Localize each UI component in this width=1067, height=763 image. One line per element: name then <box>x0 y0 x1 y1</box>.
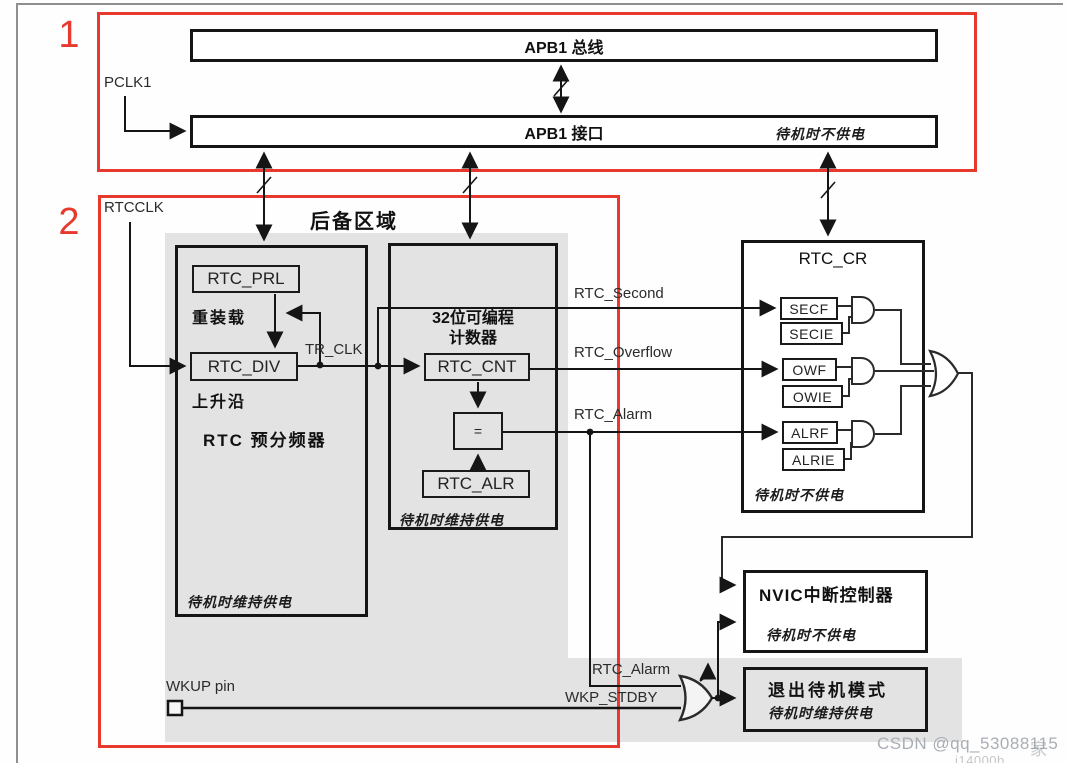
apb1-bus-box: APB1 总线 <box>190 29 938 62</box>
edge-trigger-icon <box>699 662 717 682</box>
counter-box <box>388 243 558 530</box>
apb1-interface-label: APB1 接口 <box>524 125 604 143</box>
nvic-box: NVIC中断控制器 待机时不供电 <box>743 570 928 653</box>
alrf-register: ALRF <box>782 421 838 444</box>
secf-register: SECF <box>780 297 838 320</box>
nvic-power-note: 待机时不供电 <box>766 628 856 644</box>
alarm-wakeup-wire <box>589 432 681 687</box>
rtc-cr-power-note: 待机时不供电 <box>754 488 844 504</box>
watermark-overlay: 家 <box>1030 740 1048 759</box>
alrie-and-wire <box>845 442 852 460</box>
interrupt-or-gate-icon <box>927 349 960 398</box>
annotation-number-2: 2 <box>58 201 80 243</box>
apb1-bus-label: APB1 总线 <box>524 39 604 57</box>
or-nvic-interrupt-wire <box>719 372 973 594</box>
watermark-fragment: i14000b <box>955 753 1005 763</box>
slash-icon <box>462 176 478 194</box>
nvic-title: NVIC中断控制器 <box>759 586 894 605</box>
reload-label: 重装载 <box>192 310 247 327</box>
slash-icon <box>820 181 836 199</box>
exit-standby-title: 退出待机模式 <box>768 681 888 700</box>
reload-feedback-wire <box>285 304 321 365</box>
owie-register: OWIE <box>782 385 843 408</box>
rtc-alr-register: RTC_ALR <box>422 470 530 498</box>
apb1-no-power-note: 待机时不供电 <box>775 127 865 143</box>
rtc-second-label: RTC_Second <box>574 285 664 302</box>
backup-area-bottom-band <box>540 658 962 742</box>
trclk-label: TR_CLK <box>305 341 363 358</box>
rtc-cnt-register: RTC_CNT <box>424 353 530 381</box>
prescaler-box <box>175 245 368 617</box>
junction-dot <box>316 361 324 369</box>
exit-standby-box: 退出待机模式 待机时维持供电 <box>743 667 928 732</box>
exit-standby-power-note: 待机时维持供电 <box>768 706 873 722</box>
secie-register: SECIE <box>780 322 843 345</box>
wkp-stdby-label: WKP_STDBY <box>565 689 658 706</box>
owie-and-wire <box>843 378 852 397</box>
wkup-pin-label: WKUP pin <box>166 678 235 695</box>
junction-dot <box>586 428 594 436</box>
bus-slash-icon <box>553 79 569 97</box>
counter-title-line2: 计数器 <box>448 330 497 347</box>
rtc-cr-title: RTC_CR <box>798 249 868 268</box>
alrie-register: ALRIE <box>782 448 845 471</box>
rtc-alarm-bottom-label: RTC_Alarm <box>592 661 671 678</box>
rtcclk-wire <box>129 222 187 375</box>
rtc-div-register: RTC_DIV <box>190 352 298 381</box>
junction-dot <box>374 362 382 370</box>
prescaler-power-note: 待机时维持供电 <box>187 595 292 611</box>
comparator-box: = <box>453 412 503 450</box>
pclk1-label: PCLK1 <box>104 74 152 91</box>
annotation-number-1: 1 <box>58 14 80 56</box>
secie-and-wire <box>843 316 852 334</box>
alr-and-gate-icon <box>851 420 875 448</box>
counter-title: 32位可编程 计数器 <box>393 309 553 349</box>
rtcclk-label: RTCCLK <box>104 199 164 216</box>
backup-area-label: 后备区域 <box>310 211 398 233</box>
or-nvic-wire <box>717 613 737 698</box>
counter-power-note: 待机时维持供电 <box>399 513 504 529</box>
pclk1-wire <box>124 96 187 140</box>
apb1-interface-box: APB1 接口 待机时不供电 <box>190 115 938 148</box>
rtc-overflow-label: RTC_Overflow <box>574 344 673 361</box>
annotation-box-2 <box>98 195 620 748</box>
owf-register: OWF <box>782 358 837 381</box>
rtc-alarm-label: RTC_Alarm <box>574 406 653 423</box>
ow-and-gate-icon <box>851 357 875 385</box>
annotation-box-1 <box>97 12 977 172</box>
watermark: CSDN @qq_53088115 <box>877 734 1059 753</box>
prescaler-title: RTC 预分频器 <box>203 431 327 450</box>
sec-and-gate-icon <box>851 296 875 324</box>
wkup-pin-icon <box>166 699 184 717</box>
and3-or-wire <box>875 385 931 435</box>
counter-title-line1: 32位可编程 <box>432 310 514 327</box>
rtc-second-wire <box>377 299 777 366</box>
slash-icon <box>256 176 272 194</box>
wakeup-or-gate-icon <box>677 674 714 722</box>
rising-edge-label: 上升沿 <box>192 394 247 411</box>
rtc-prl-register: RTC_PRL <box>192 265 300 293</box>
and1-or-wire <box>875 309 931 365</box>
junction-dot <box>714 694 722 702</box>
